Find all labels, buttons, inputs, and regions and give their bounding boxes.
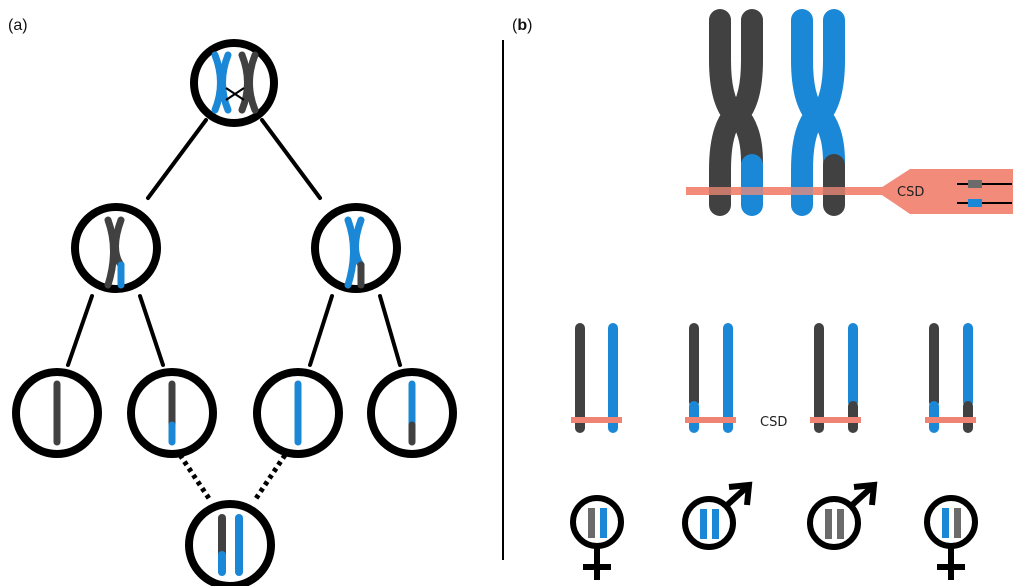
zygote-cell: [185, 500, 275, 586]
csd-locus-label: CSD: [760, 415, 787, 430]
pair-2: [685, 323, 736, 433]
panel-b-label: (b): [512, 17, 532, 34]
male-symbol-icon: [807, 481, 878, 550]
gen2-left-cell: [71, 203, 161, 293]
pair-3: [810, 323, 861, 433]
big-chromosome-dark: [709, 9, 763, 216]
line-left-left: [66, 294, 94, 367]
line-root-left: [146, 118, 208, 200]
panel-b: (b) CSD: [512, 9, 1013, 580]
gen3-cell-3: [253, 368, 343, 458]
line-right-right: [378, 294, 402, 367]
dotted-line-right: [252, 453, 288, 502]
line-root-right: [260, 118, 322, 200]
male-symbol-icon: [682, 481, 753, 550]
panel-a-label: (a): [8, 17, 28, 34]
gen3-cell-1: [12, 368, 102, 458]
female-symbol-icon: [924, 495, 978, 580]
pair-1: [571, 323, 622, 433]
gen3-cell-2: [127, 368, 217, 458]
csd-band-overlay: [686, 187, 881, 195]
dotted-line-left: [177, 453, 213, 502]
pedigree-lines: [66, 118, 402, 367]
gen3-cell-4: [367, 368, 457, 458]
gen2-right-cell: [311, 203, 401, 293]
line-right-left: [308, 294, 334, 367]
panel-a: (a): [8, 17, 457, 586]
dotted-lines: [177, 453, 288, 502]
csd-callout-label: CSD: [897, 185, 924, 200]
root-cell-circle: [190, 39, 278, 127]
female-symbol-icon: [570, 495, 624, 580]
pair-4: [925, 323, 976, 433]
big-chromosome-blue: [791, 9, 845, 216]
root-cell: [190, 39, 278, 127]
line-left-right: [138, 294, 165, 367]
